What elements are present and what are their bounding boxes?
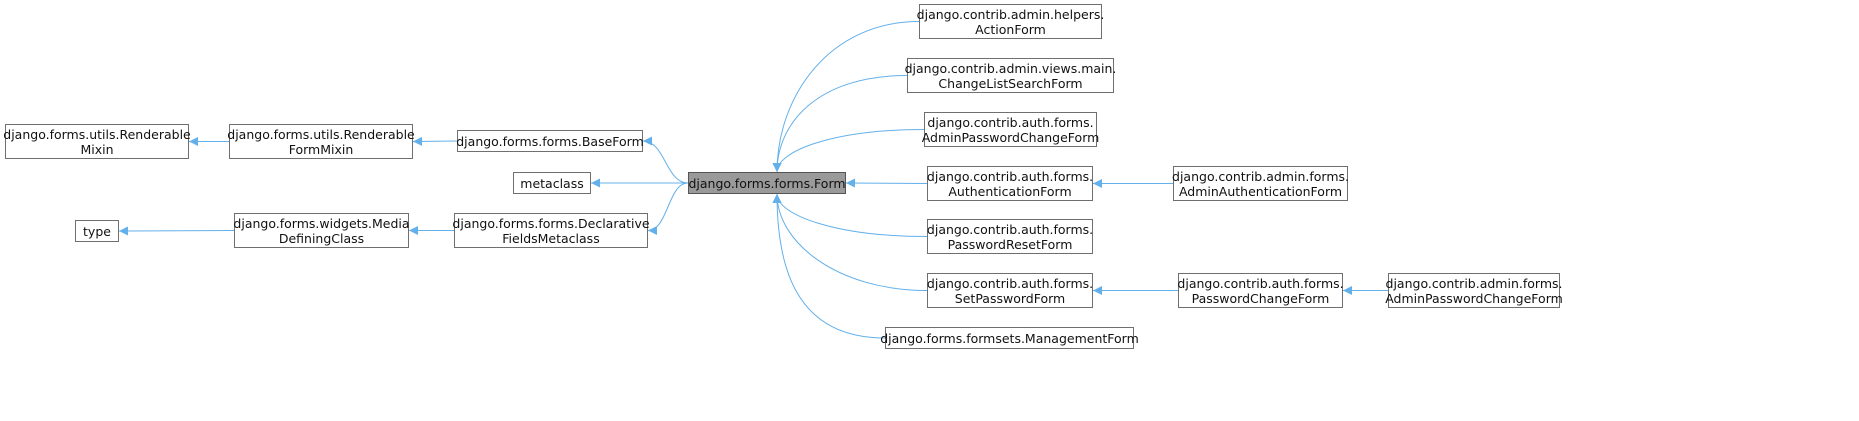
class-node-label: django.forms.widgets.Media — [233, 215, 410, 231]
class-node-label: django.contrib.admin.views.main. — [904, 60, 1117, 76]
class-node-label: django.contrib.auth.forms. — [926, 275, 1094, 291]
class-node-label: django.forms.forms.Declarative — [452, 215, 650, 231]
class-node-admin-password-change-form-admin[interactable]: django.contrib.admin.forms.AdminPassword… — [1385, 273, 1563, 308]
class-node-label: SetPasswordForm — [954, 290, 1066, 306]
class-node-label: DefiningClass — [278, 230, 365, 246]
class-node-metaclass[interactable]: metaclass — [513, 172, 591, 194]
inheritance-edge-base-form-to-renderable-form-mixin — [412, 136, 458, 146]
inheritance-edge-form-to-base-form — [642, 136, 689, 184]
class-node-label: AdminPasswordChangeForm — [921, 129, 1100, 145]
class-node-label: django.contrib.auth.forms. — [927, 114, 1094, 130]
class-node-label: django.contrib.admin.forms. — [1172, 168, 1349, 184]
inheritance-edge-media-defining-class-to-type — [118, 226, 235, 236]
class-node-type[interactable]: type — [75, 220, 119, 242]
class-node-admin-password-change-form-auth[interactable]: django.contrib.auth.forms.AdminPasswordC… — [921, 112, 1100, 147]
inheritance-edge-management-form-to-form — [772, 193, 886, 339]
class-node-admin-authentication-form[interactable]: django.contrib.admin.forms.AdminAuthenti… — [1172, 166, 1349, 201]
class-node-label: django.forms.utils.Renderable — [3, 126, 191, 142]
class-node-management-form[interactable]: django.forms.formsets.ManagementForm — [880, 327, 1139, 349]
inheritance-edge-set-password-form-to-form — [772, 193, 928, 291]
class-node-label: django.contrib.auth.forms. — [926, 168, 1094, 184]
class-node-password-change-form[interactable]: django.contrib.auth.forms.PasswordChange… — [1177, 273, 1344, 308]
class-node-label: django.contrib.auth.forms. — [1177, 275, 1344, 291]
class-node-label: type — [83, 223, 111, 239]
class-node-authentication-form[interactable]: django.contrib.auth.forms.Authentication… — [927, 166, 1093, 201]
class-node-label: django.forms.forms.BaseForm — [456, 133, 644, 149]
inheritance-edge-admin-password-change-form-auth-to-form — [772, 129, 925, 173]
class-node-form[interactable]: django.forms.forms.Form — [688, 172, 846, 194]
class-node-label: FieldsMetaclass — [502, 230, 600, 246]
class-node-label: ChangeListSearchForm — [938, 75, 1083, 91]
class-node-label: PasswordChangeForm — [1191, 290, 1330, 306]
class-node-label: django.forms.forms.Form — [688, 175, 846, 191]
class-node-label: PasswordResetForm — [947, 236, 1073, 252]
class-node-set-password-form[interactable]: django.contrib.auth.forms.SetPasswordFor… — [927, 273, 1093, 308]
class-node-label: AdminAuthenticationForm — [1178, 183, 1343, 199]
class-node-label: AdminPasswordChangeForm — [1385, 290, 1563, 306]
class-node-base-form[interactable]: django.forms.forms.BaseForm — [456, 130, 644, 152]
class-node-action-form[interactable]: django.contrib.admin.helpers.ActionForm — [916, 4, 1105, 39]
class-node-change-list-search-form[interactable]: django.contrib.admin.views.main.ChangeLi… — [904, 58, 1117, 93]
class-node-label: ActionForm — [975, 21, 1046, 37]
class-node-label: Mixin — [80, 141, 114, 157]
class-node-label: metaclass — [520, 175, 584, 191]
inheritance-edge-password-reset-form-to-form — [772, 193, 928, 237]
class-node-label: django.forms.utils.Renderable — [227, 126, 415, 142]
inheritance-edge-change-list-search-form-to-form — [772, 75, 908, 173]
class-node-label: django.forms.formsets.ManagementForm — [880, 330, 1139, 346]
class-node-password-reset-form[interactable]: django.contrib.auth.forms.PasswordResetF… — [927, 219, 1093, 254]
class-node-label: AuthenticationForm — [948, 183, 1072, 199]
inheritance-edge-form-to-declarative-fields-metaclass — [647, 182, 689, 235]
inheritance-edge-authentication-form-to-form — [845, 178, 928, 188]
class-node-label: django.contrib.auth.forms. — [926, 221, 1094, 237]
class-node-label: django.contrib.admin.helpers. — [916, 6, 1105, 22]
inheritance-edge-action-form-to-form — [772, 21, 920, 173]
class-node-label: django.contrib.admin.forms. — [1385, 275, 1563, 291]
class-node-label: FormMixin — [288, 141, 354, 157]
